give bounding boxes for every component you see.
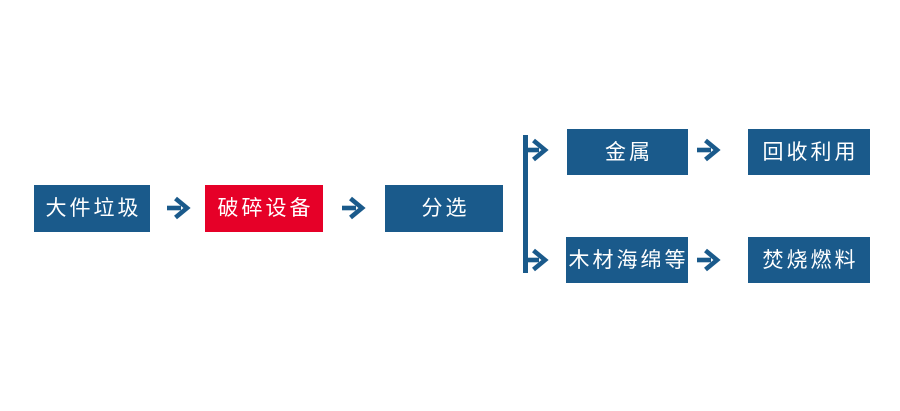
node-sorting-label: 分选 <box>421 196 470 220</box>
node-wood-sponge-label: 木材海绵等 <box>568 247 689 272</box>
node-crushing-equipment: 破碎设备 <box>205 185 323 232</box>
branch-arrow-right-icon <box>524 138 554 162</box>
node-incineration-fuel-label: 焚烧燃料 <box>762 247 859 272</box>
node-metal-label: 金属 <box>605 139 653 164</box>
node-bulky-waste-label: 大件垃圾 <box>45 196 142 220</box>
node-metal: 金属 <box>567 129 688 175</box>
node-crushing-equipment-label: 破碎设备 <box>217 196 314 220</box>
node-wood-sponge: 木材海绵等 <box>566 237 688 283</box>
branch-connector-line <box>523 135 528 273</box>
arrow-right-icon <box>696 248 726 272</box>
branch-arrow-right-icon <box>524 248 554 272</box>
arrow-right-icon <box>341 196 371 220</box>
arrow-right-icon <box>166 196 196 220</box>
node-incineration-fuel: 焚烧燃料 <box>748 237 870 283</box>
node-recycling-label: 回收利用 <box>762 139 859 164</box>
arrow-right-icon <box>696 138 726 162</box>
node-recycling: 回收利用 <box>748 129 870 175</box>
node-bulky-waste: 大件垃圾 <box>34 185 150 232</box>
node-sorting: 分选 <box>385 185 503 232</box>
